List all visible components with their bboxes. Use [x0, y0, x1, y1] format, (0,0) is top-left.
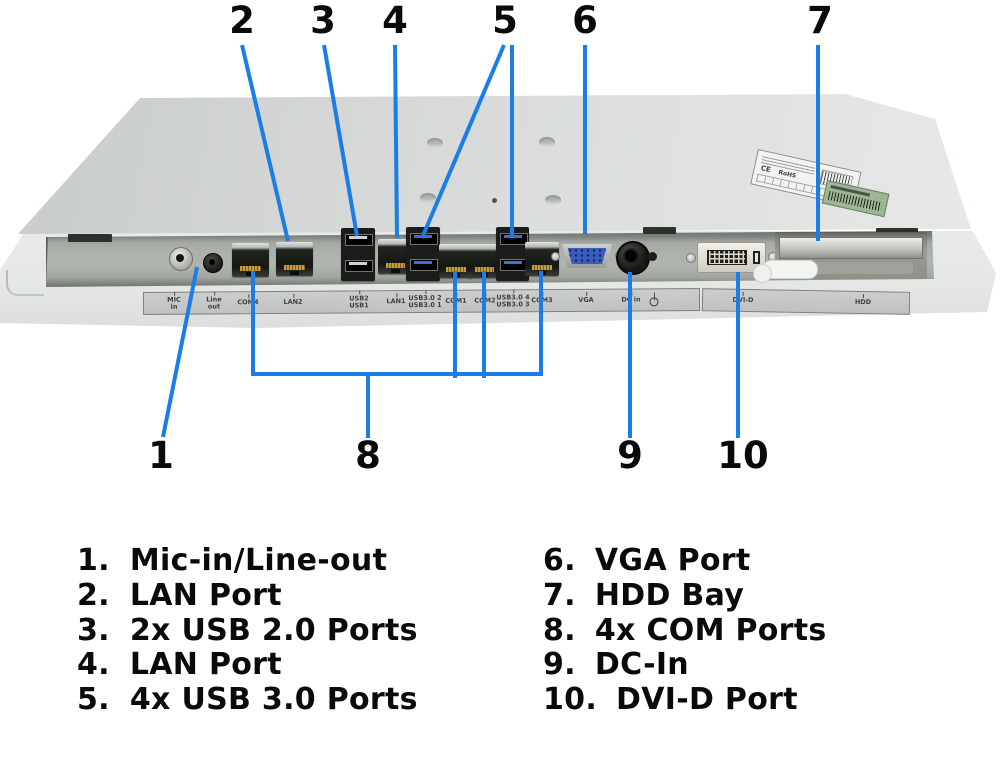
- callout-number-1: 1: [148, 434, 174, 477]
- legend-item-4: 4. LAN Port: [77, 648, 418, 683]
- legend-item-10: 10. DVI-D Port: [543, 682, 827, 718]
- callout-number-4: 4: [382, 0, 408, 42]
- vga-port: [562, 244, 612, 268]
- strip-label-mic: MIC in: [167, 295, 181, 311]
- usb2-stack: [341, 228, 375, 281]
- legend-num: 3.: [77, 612, 110, 648]
- callout-number-9: 9: [617, 434, 643, 477]
- callout-number-6: 6: [572, 0, 598, 42]
- legend-column-left: 1. Mic-in/Line-out 2. LAN Port 3. 2x USB 2.…: [77, 543, 418, 718]
- strip-label-vga: VGA: [578, 295, 594, 304]
- strip-label-usb3-34: USB3.0 4 USB3.0 3: [496, 293, 530, 309]
- usb2-port-bottom: [345, 260, 373, 272]
- legend-column-right: 6. VGA Port 7. HDD Bay 8. 4x COM Ports 9. DC…: [543, 543, 827, 718]
- legend-item-6: 6. VGA Port: [543, 543, 827, 579]
- power-icon: [649, 297, 659, 307]
- strip-label-com1: COM1: [445, 296, 467, 305]
- strip-label-dvid: DVI-D: [732, 295, 754, 305]
- strip-label-hdd: HDD: [854, 297, 872, 307]
- usb3-stack-1: [406, 227, 440, 281]
- callout-number-8: 8: [355, 434, 381, 477]
- legend-num: 7.: [543, 577, 576, 613]
- line-out-jack: [203, 253, 223, 273]
- strip-label-lan1: LAN1: [386, 297, 406, 306]
- strip-label-com3: COM3: [531, 296, 553, 305]
- usb2-port-top: [345, 234, 373, 246]
- legend-item-7: 7. HDD Bay: [543, 577, 827, 614]
- vesa-hole: [420, 193, 436, 203]
- strip-label-line: Line out: [206, 295, 222, 311]
- cable-gland: [753, 260, 818, 283]
- screw-hole: [492, 198, 497, 203]
- legend-num: 8.: [543, 612, 576, 648]
- legend-num: 4.: [77, 647, 110, 683]
- legend-item-1: 1. Mic-in/Line-out: [77, 543, 418, 579]
- vesa-hole: [427, 138, 443, 148]
- dc-in-port: [616, 241, 650, 275]
- strip-label-usb2: USB2 USB1: [349, 294, 369, 310]
- callout-number-2: 2: [229, 0, 255, 42]
- lan2-port: [276, 242, 313, 276]
- legend-label: HDD Bay: [594, 577, 745, 613]
- callout-number-10: 10: [717, 434, 769, 477]
- callout-number-7: 7: [807, 0, 833, 42]
- chassis-back-cover: [18, 94, 971, 234]
- legend-item-5: 5. 4x USB 3.0 Ports: [77, 682, 418, 718]
- legend-num: 10.: [543, 682, 598, 718]
- legend-label: 4x USB 3.0 Ports: [129, 682, 418, 718]
- port-label-strip: MIC in Line out COM4 LAN2 USB2 USB1 LAN1…: [142, 288, 701, 315]
- legend-label: LAN Port: [129, 577, 282, 613]
- usb3-port-1: [410, 233, 438, 245]
- legend-num: 2.: [77, 577, 110, 613]
- legend-label: VGA Port: [594, 543, 751, 578]
- usb3-port-4: [500, 259, 528, 271]
- vent-notch: [643, 227, 676, 234]
- legend-num: 1.: [77, 543, 110, 578]
- legend-label: 4x COM Ports: [594, 612, 827, 648]
- usb3-port-2: [410, 259, 438, 271]
- mic-in-jack: [169, 247, 193, 271]
- ce-mark: CE: [760, 164, 772, 175]
- legend-num: 6.: [543, 543, 576, 578]
- legend-num: 9.: [543, 647, 576, 683]
- vesa-hole: [545, 195, 561, 205]
- com2-port: [468, 244, 501, 278]
- vesa-hole: [539, 137, 555, 147]
- legend-item-9: 9. DC-In: [543, 648, 827, 683]
- legend-num: 5.: [77, 682, 110, 718]
- dvi-screw: [686, 253, 696, 263]
- legend-label: DVI-D Port: [616, 682, 798, 718]
- strip-label-com4: COM4: [237, 298, 259, 307]
- port-label-strip-right: DVI-D HDD: [701, 288, 911, 315]
- legend-item-8: 8. 4x COM Ports: [543, 612, 827, 649]
- legend-label: DC-In: [594, 647, 689, 683]
- strip-label-lan2: LAN2: [283, 297, 303, 306]
- legend-item-3: 3. 2x USB 2.0 Ports: [77, 612, 418, 649]
- power-button: [648, 252, 657, 261]
- com4-port: [232, 243, 269, 277]
- legend-label: 2x USB 2.0 Ports: [129, 612, 418, 648]
- usb3-port-3: [500, 233, 528, 245]
- legend-item-2: 2. LAN Port: [77, 577, 418, 614]
- legend-label: LAN Port: [129, 647, 282, 683]
- strip-label-dcin: DC in: [621, 295, 641, 304]
- callout-number-5: 5: [492, 0, 518, 42]
- vent-notch: [68, 234, 112, 242]
- legend-label: Mic-in/Line-out: [129, 543, 388, 578]
- callout-number-3: 3: [310, 0, 336, 42]
- strip-label-usb3-12: USB3.0 2 USB3.0 1: [408, 293, 442, 309]
- bezel-groove: [6, 270, 44, 296]
- vga-screw: [551, 252, 560, 261]
- strip-label-com2: COM2: [474, 296, 496, 305]
